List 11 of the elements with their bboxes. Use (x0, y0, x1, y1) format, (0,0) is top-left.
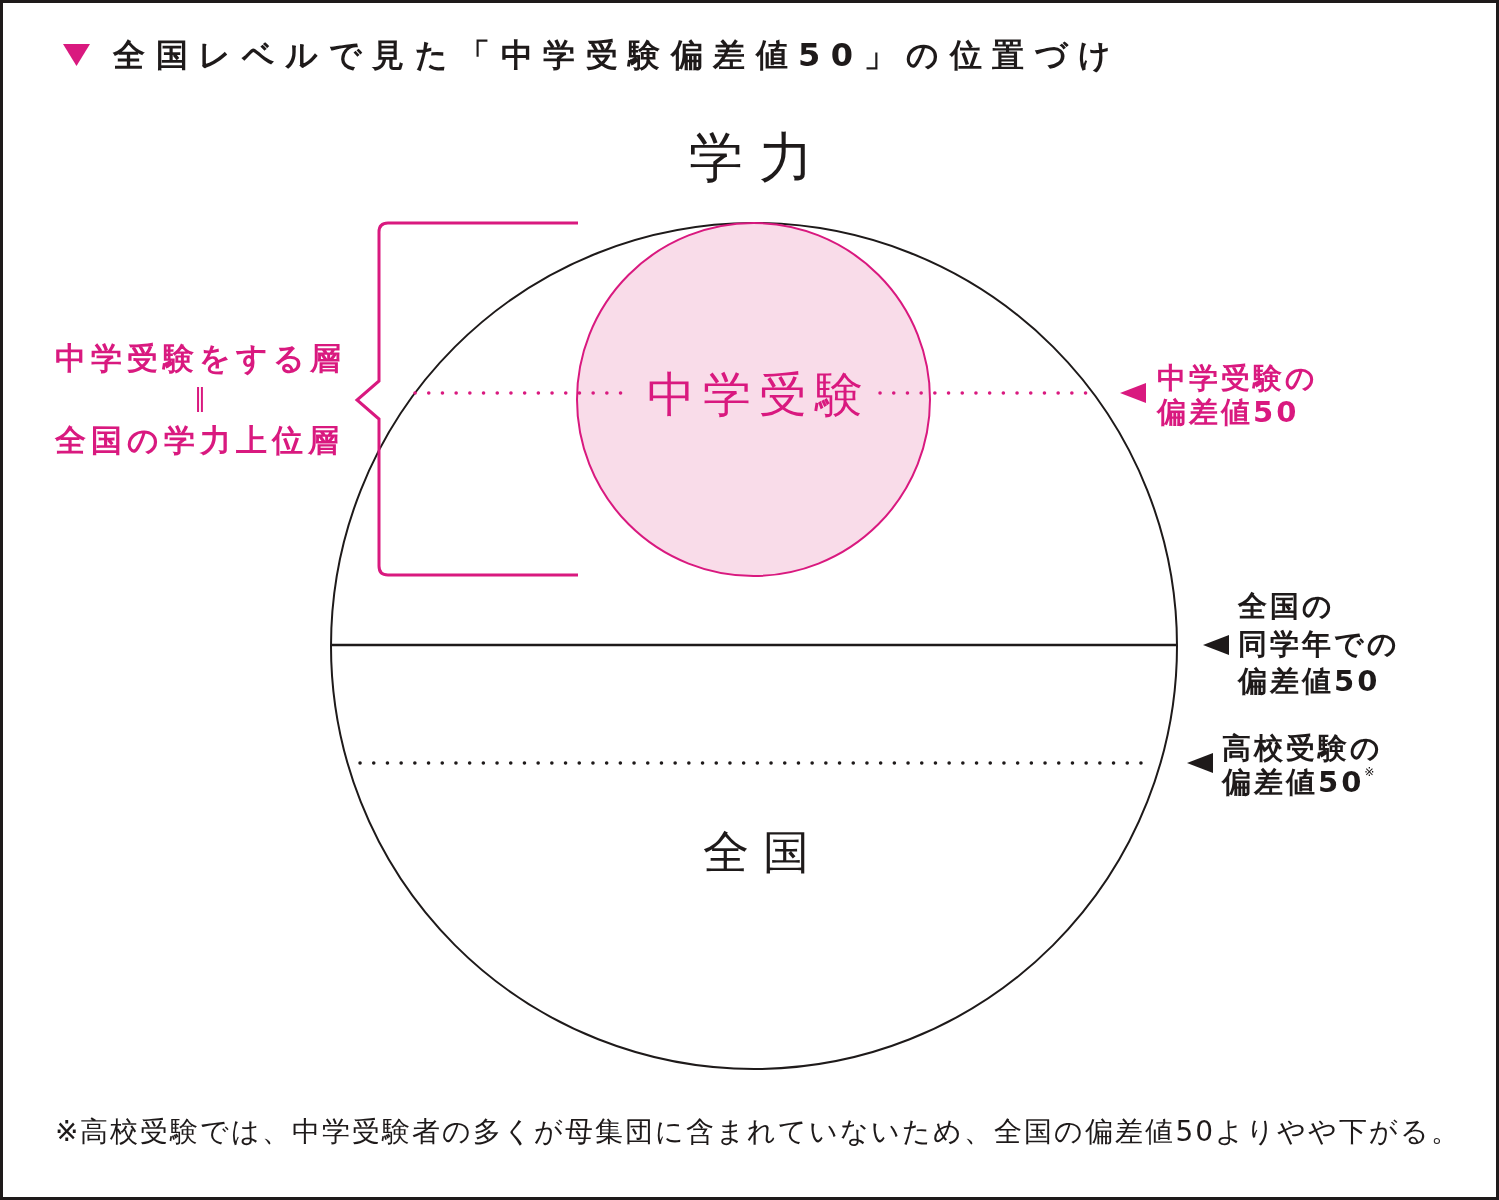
top-label: 学力 (688, 126, 829, 190)
level-label: 全国の同学年での偏差値50 (1238, 588, 1401, 700)
level-label: 中学受験の偏差値50 (1157, 361, 1319, 429)
bracket-label: 中学受験をする層 (55, 339, 346, 377)
circle-label: 中学受験 (645, 366, 871, 423)
caption: ※高校受験では、中学受験者の多くが母集団に含まれていないため、全国の偏差値50よりやや下がる。 (55, 1114, 1462, 1150)
circle-label: 全国 (702, 825, 823, 879)
equals-sign: ‖ (194, 384, 206, 412)
level-label: 高校受験の偏差値50$^{※}$ (1222, 731, 1384, 799)
bracket-label: 全国の学力上位層 (55, 421, 344, 459)
title: 全国レベルで見た「中学受験偏差値50」の位置づけ (113, 35, 1122, 75)
